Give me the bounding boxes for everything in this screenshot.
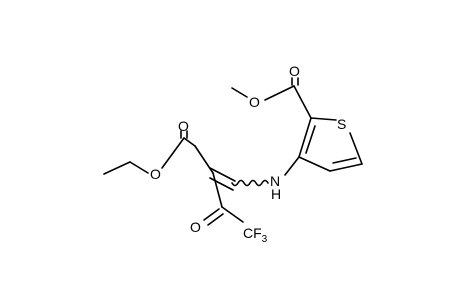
atom-o-ethoxy: O [150,166,161,182]
atom-o-methoxy: O [249,94,260,110]
atom-cf3: CF3 [243,225,268,245]
atom-o-ketone: O [190,219,201,235]
atom-o-carbonyl-thiophene-ester: O [289,63,300,79]
cf3-main-text: CF [243,225,262,241]
bond-methyl-o [231,87,248,98]
bond-o-ethyl-ch2 [129,161,149,174]
bond-carbonyl-c-ring [293,85,312,119]
bond-central-c-ester-c [194,145,214,174]
bond-ring-c4-c3 [298,156,331,172]
bond-ester-c-link [183,137,196,147]
bond-ring-c5-c4 [329,163,363,172]
bond-ketone-c-o-double-a [203,208,220,221]
atom-s-thiophene: S [337,116,346,132]
bond-ester-c-o-single [161,137,185,169]
atom-n-amine: N [270,173,280,189]
bond-vinyl-double-b [209,177,234,191]
bond-central-c-ketone-c [212,172,223,208]
bond-ring-c2-s [310,117,337,121]
bond-n-vinyl-wavy [231,179,269,187]
cf3-subscript-text: 3 [262,234,268,245]
bond-ethyl-ch2-ch3 [103,161,131,175]
atom-h-amine: H [271,186,281,202]
bond-ketone-c-cf3 [221,206,244,223]
bond-ring-c5-c4-inner [332,157,357,164]
bond-ketone-c-o-double-b [207,213,224,226]
bond-ring-c3-n [284,156,300,176]
bond-ring-s-c5 [349,132,363,165]
atom-o-carbonyl-ethyl-ester: O [178,118,189,134]
bond-ring-c3-c2-inner [305,125,316,154]
bond-vinyl-double-a [209,167,236,182]
bond-ring-c3-c2 [298,117,312,158]
bond-o-carbonyl-c [264,85,295,101]
